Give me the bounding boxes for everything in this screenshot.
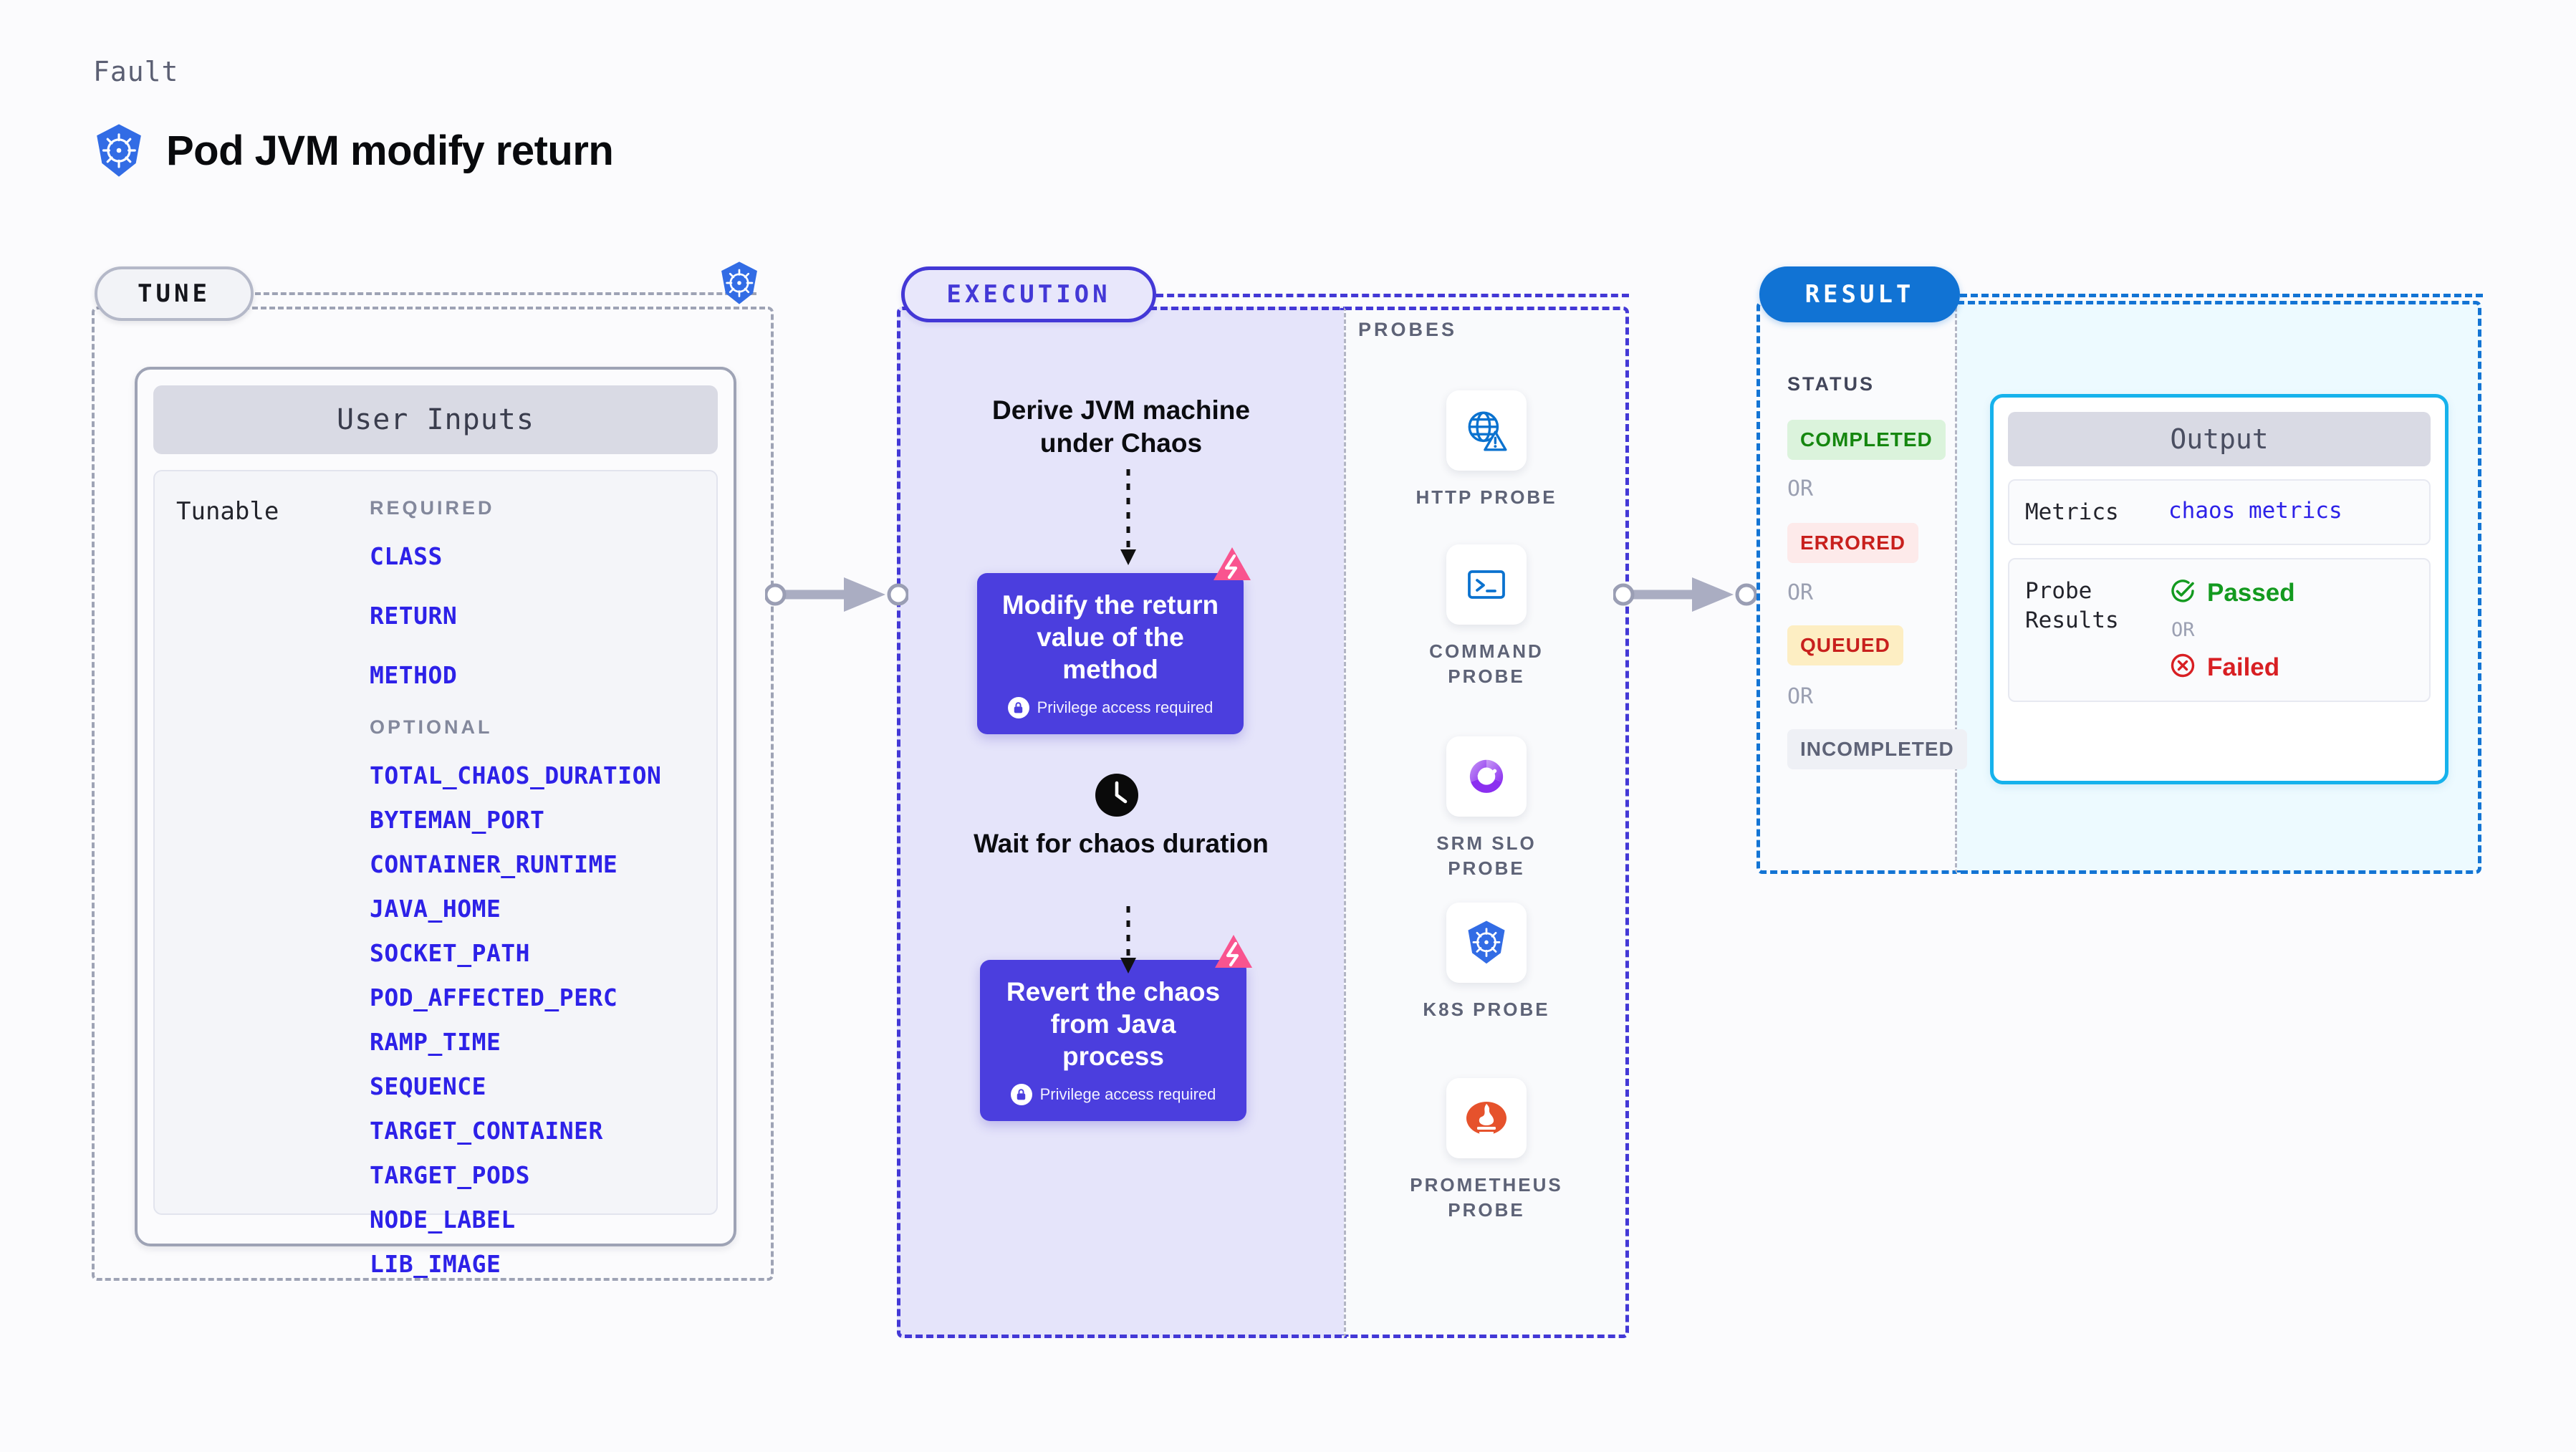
status-or-label: OR — [1787, 476, 1814, 501]
flow-arrow-down — [1107, 469, 1150, 573]
prometheus-icon — [1446, 1078, 1527, 1158]
optional-group-label: OPTIONAL — [370, 716, 493, 738]
execution-pill-label: EXECUTION — [901, 266, 1156, 322]
parameter-item[interactable]: CLASS — [370, 542, 443, 570]
arrow-probes-to-result — [1612, 573, 1758, 620]
parameter-item[interactable]: NODE_LABEL — [370, 1206, 516, 1234]
execution-panel — [897, 307, 1344, 1338]
step-revert-title: Revert the chaos from Java process — [1006, 977, 1221, 1072]
step-revert-box[interactable]: Revert the chaos from Java process Privi… — [980, 960, 1246, 1122]
clock-icon — [1094, 772, 1140, 822]
parameter-item[interactable]: METHOD — [370, 661, 458, 689]
required-group-label: REQUIRED — [370, 497, 495, 519]
privilege-note-label: Privilege access required — [1039, 1085, 1216, 1104]
output-card-title: Output — [2008, 412, 2431, 466]
probe-results-row: Probe Results Passed OR — [2008, 558, 2431, 703]
privilege-note: Privilege access required — [996, 697, 1225, 719]
tune-dashed-connector — [255, 292, 756, 295]
slo-donut-check-icon — [1446, 736, 1527, 817]
optional-parameter-list: TOTAL_CHAOS_DURATION BYTEMAN_PORT CONTAI… — [370, 761, 716, 1278]
terminal-icon — [1446, 544, 1527, 625]
result-pill-label: RESULT — [1759, 266, 1960, 322]
user-inputs-body: Tunable REQUIRED CLASS RETURN METHOD OPT… — [153, 470, 718, 1278]
status-badge: INCOMPLETED — [1787, 729, 1967, 769]
passed-label: Passed — [2207, 578, 2295, 607]
result-panel — [1756, 301, 1957, 874]
status-badge: COMPLETED — [1787, 420, 1946, 460]
tune-pill-label: TUNE — [95, 266, 254, 321]
probe-http[interactable]: HTTP PROBE — [1404, 390, 1569, 510]
check-circle-icon — [2168, 577, 2197, 609]
step-modify-title: Modify the return value of the method — [1001, 590, 1219, 685]
step-derive-label: Derive JVM machine under Chaos — [992, 395, 1250, 458]
parameter-column: REQUIRED CLASS RETURN METHOD OPTIONAL TO… — [370, 497, 716, 1278]
probe-result-passed: Passed — [2168, 577, 2413, 609]
parameter-item[interactable]: RETURN — [370, 602, 458, 630]
probe-command[interactable]: COMMAND PROBE — [1404, 544, 1569, 689]
probe-k8s[interactable]: K8S PROBE — [1404, 903, 1569, 1022]
parameter-item[interactable]: SOCKET_PATH — [370, 939, 531, 967]
parameter-item[interactable]: TOTAL_CHAOS_DURATION — [370, 761, 662, 789]
metrics-key-label: Metrics — [2025, 499, 2119, 525]
status-badge: QUEUED — [1787, 625, 1903, 665]
step-wait-label: Wait for chaos duration — [974, 829, 1269, 858]
probe-result-or-label: OR — [2171, 619, 2195, 642]
parameter-item[interactable]: SEQUENCE — [370, 1072, 486, 1100]
parameter-item[interactable]: JAVA_HOME — [370, 895, 501, 923]
parameter-item[interactable]: TARGET_PODS — [370, 1161, 531, 1189]
probe-srm-slo[interactable]: SRM SLO PROBE — [1404, 736, 1569, 881]
privilege-note-label: Privilege access required — [1037, 698, 1213, 717]
output-card: Output Metrics chaos metrics Probe Resul… — [1990, 394, 2448, 784]
probes-section-label: PROBES — [1358, 319, 1458, 340]
globe-warning-icon — [1446, 390, 1527, 471]
page-title: Pod JVM modify return — [166, 127, 614, 174]
privilege-note: Privilege access required — [999, 1084, 1228, 1106]
probe-results-values: Passed OR Failed — [2168, 577, 2413, 683]
probe-results-key-label: Probe Results — [2025, 578, 2119, 633]
probe-label: K8S PROBE — [1423, 999, 1550, 1020]
flow-arrow-down — [1107, 906, 1150, 981]
x-circle-icon — [2168, 651, 2197, 683]
status-badge: ERRORED — [1787, 523, 1919, 563]
required-parameter-list: CLASS RETURN METHOD — [370, 542, 716, 689]
parameter-item[interactable]: POD_AFFECTED_PERC — [370, 984, 618, 1011]
metrics-row: Metrics chaos metrics — [2008, 479, 2431, 546]
probe-label: COMMAND PROBE — [1429, 640, 1544, 688]
probe-prometheus[interactable]: PROMETHEUS PROBE — [1404, 1078, 1569, 1223]
metrics-value-link[interactable]: chaos metrics — [2168, 498, 2342, 524]
probe-label: SRM SLO PROBE — [1436, 832, 1537, 880]
user-inputs-title: User Inputs — [153, 385, 718, 454]
page-header: Pod JVM modify return — [93, 123, 614, 178]
probe-result-failed: Failed — [2168, 651, 2413, 683]
tunable-label: Tunable — [176, 497, 279, 526]
kubernetes-icon — [93, 123, 145, 178]
execution-dashed-connector — [1156, 294, 1629, 297]
page-eyebrow: Fault — [93, 56, 179, 87]
parameter-item[interactable]: TARGET_CONTAINER — [370, 1117, 603, 1145]
parameter-item[interactable]: CONTAINER_RUNTIME — [370, 850, 618, 878]
step-modify-box[interactable]: Modify the return value of the method Pr… — [977, 573, 1244, 735]
lock-icon — [1007, 697, 1029, 719]
probe-label: PROMETHEUS PROBE — [1410, 1174, 1563, 1221]
litmus-chaos-icon — [1213, 933, 1254, 976]
kubernetes-icon — [719, 261, 760, 309]
litmus-chaos-icon — [1212, 546, 1252, 588]
status-section-label: STATUS — [1787, 373, 1875, 395]
parameter-item[interactable]: RAMP_TIME — [370, 1028, 501, 1056]
probe-label: HTTP PROBE — [1416, 486, 1557, 508]
user-inputs-card: User Inputs Tunable REQUIRED CLASS RETUR… — [135, 367, 736, 1278]
kubernetes-icon — [1446, 903, 1527, 983]
failed-label: Failed — [2207, 653, 2280, 681]
arrow-tune-to-execution — [764, 573, 910, 620]
probes-panel — [1344, 307, 1629, 1338]
lock-icon — [1010, 1084, 1032, 1106]
parameter-item[interactable]: BYTEMAN_PORT — [370, 806, 545, 834]
result-dashed-connector — [1960, 294, 2483, 297]
status-or-label: OR — [1787, 684, 1814, 709]
parameter-item[interactable]: LIB_IMAGE — [370, 1250, 501, 1278]
status-or-label: OR — [1787, 580, 1814, 605]
